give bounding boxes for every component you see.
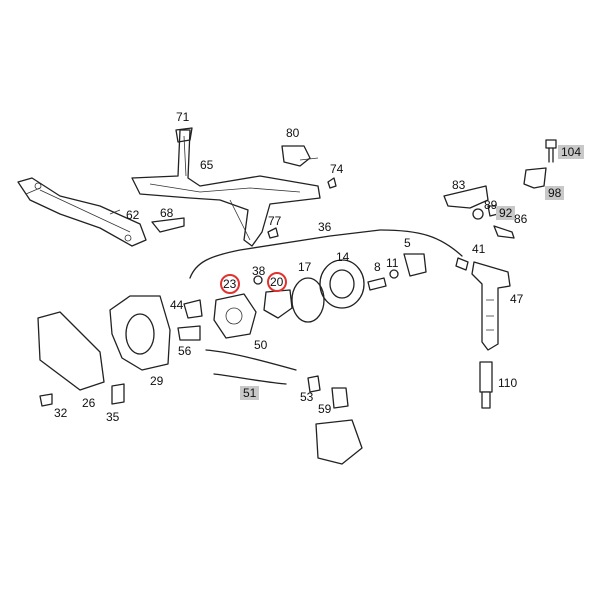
part-23-distributor (213, 293, 257, 339)
highlight-ring-20 (267, 272, 287, 292)
callout-41: 41 (472, 242, 486, 256)
part-50-hose (205, 349, 297, 371)
part-56-sensor (177, 325, 201, 341)
part-110-spark-plug (479, 361, 493, 409)
callout-32: 32 (54, 406, 68, 420)
part-11-washer (389, 269, 399, 279)
callout-92: 92 (496, 206, 516, 220)
part-83-bracket (443, 185, 489, 209)
part-41-connector (455, 257, 469, 271)
callout-47: 47 (510, 292, 524, 306)
part-29-timing-cover (109, 295, 171, 371)
callout-14: 14 (336, 250, 350, 264)
part-65-main-frame (131, 127, 321, 247)
callout-5: 5 (404, 236, 411, 250)
callout-68: 68 (160, 206, 174, 220)
part-86-bolt (493, 225, 515, 239)
callout-36: 36 (318, 220, 332, 234)
callout-86: 86 (514, 212, 528, 226)
callout-17: 17 (298, 260, 312, 274)
part-53-fitting (307, 375, 321, 393)
part-89-washer (472, 208, 484, 220)
part-engine-block (315, 419, 363, 465)
callout-62: 62 (126, 208, 140, 222)
callout-11: 11 (386, 256, 399, 270)
callout-23: 23 (223, 277, 237, 291)
part-104-bolt (545, 139, 557, 163)
callout-56: 56 (178, 344, 192, 358)
part-26-cover (37, 311, 105, 391)
part-62-frame-rail (17, 177, 147, 247)
callout-77: 77 (268, 214, 282, 228)
highlight-ring-23 (220, 274, 240, 294)
part-14-housing (319, 259, 365, 309)
part-38-nut (253, 275, 263, 285)
callout-59: 59 (318, 402, 332, 416)
part-98-bracket (523, 167, 547, 189)
callout-20: 20 (270, 275, 284, 289)
callout-29: 29 (150, 374, 164, 388)
callout-38: 38 (252, 264, 266, 278)
callout-65: 65 (200, 158, 214, 172)
callout-8: 8 (374, 260, 381, 274)
callout-50: 50 (254, 338, 268, 352)
callout-53: 53 (300, 390, 314, 404)
callout-110: 110 (498, 376, 518, 390)
callout-104: 104 (558, 145, 585, 159)
part-68-bracket (151, 217, 185, 233)
part-74-screw (327, 177, 337, 189)
callout-89: 89 (484, 198, 498, 212)
callout-83: 83 (452, 178, 466, 192)
part-44-hose-fitting (183, 299, 203, 319)
part-80-clip (281, 145, 319, 167)
part-8-screw (367, 277, 387, 291)
callout-80: 80 (286, 126, 300, 140)
part-77-clip (267, 227, 279, 239)
part-59-connector (331, 387, 349, 409)
part-51-hose (213, 373, 287, 385)
callout-26: 26 (82, 396, 96, 410)
part-47-ignition-coil (471, 261, 511, 351)
callout-71: 71 (176, 110, 190, 124)
part-20-plate (263, 289, 293, 319)
part-35-clip (111, 383, 125, 405)
callout-44: 44 (170, 298, 184, 312)
callout-51: 51 (240, 386, 260, 400)
part-17-o-ring (291, 277, 325, 323)
callout-35: 35 (106, 410, 120, 424)
callout-74: 74 (330, 162, 344, 176)
part-5-cover (403, 253, 427, 277)
part-32-bolt (39, 393, 53, 407)
callout-98: 98 (545, 186, 565, 200)
part-36-cable (189, 229, 463, 279)
